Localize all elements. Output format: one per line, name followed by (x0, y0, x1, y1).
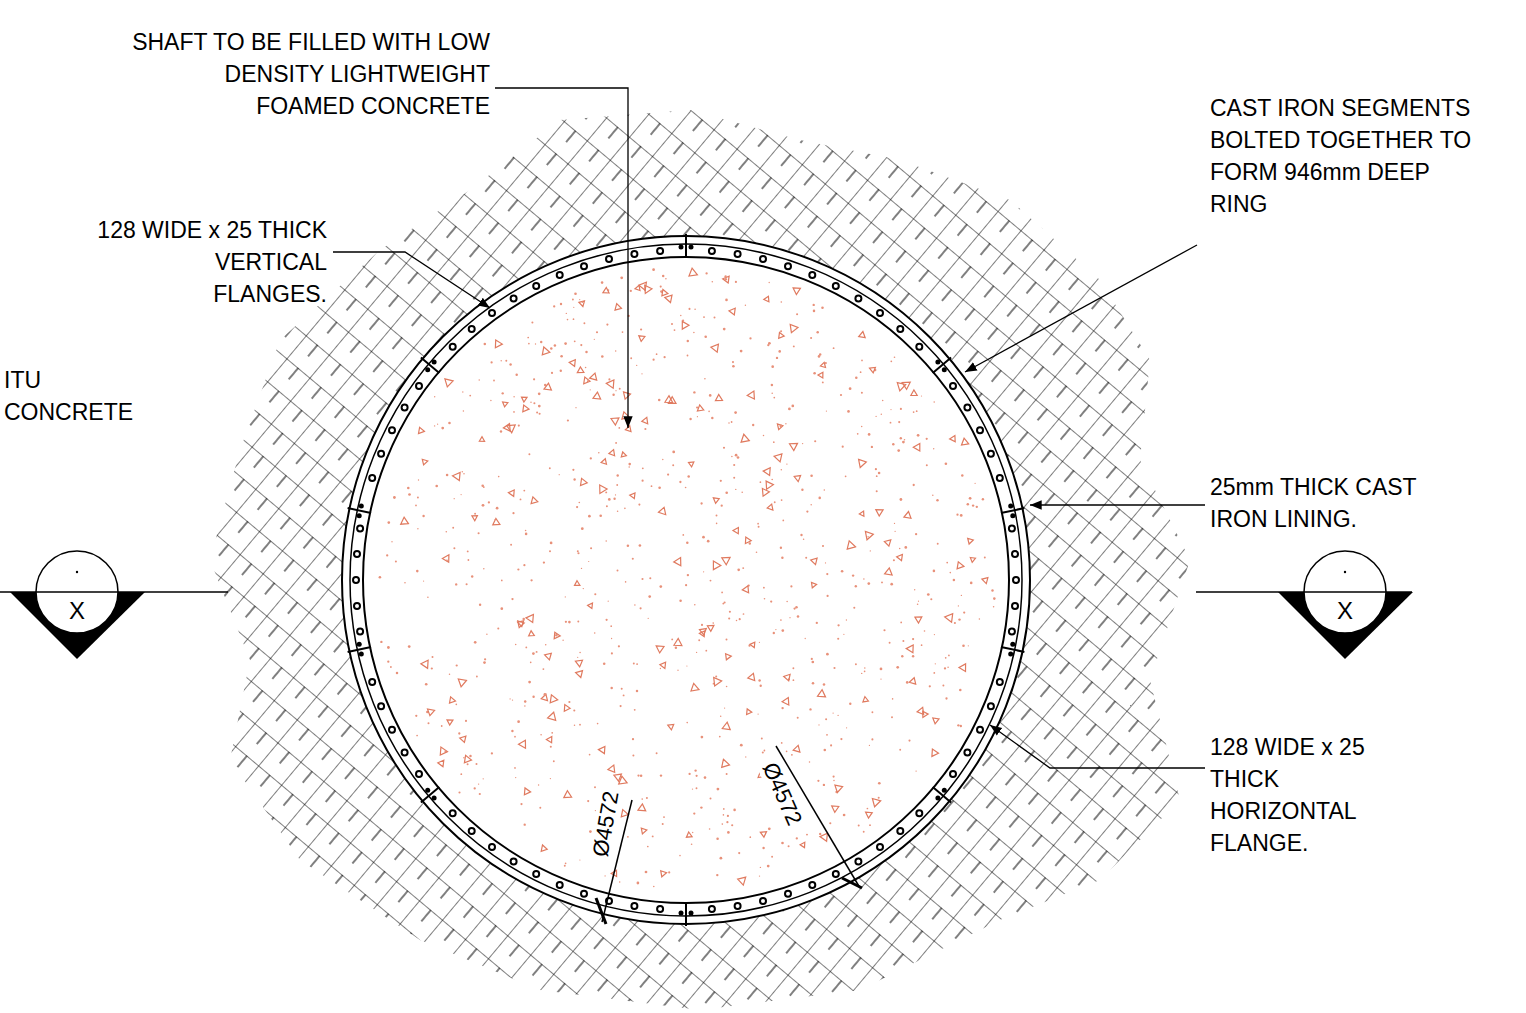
ring-mid (350, 244, 1022, 916)
note-label: CAST IRON SEGMENTS BOLTED TOGETHER TO FO… (1210, 92, 1480, 220)
note-label: 128 WIDE x 25 THICK VERTICAL FLANGES. (97, 214, 327, 310)
section-marker: X (1303, 550, 1387, 634)
concrete-speckle (379, 268, 996, 887)
note-label: 25mm THICK CAST IRON LINING. (1210, 471, 1470, 535)
section-letter: X (35, 598, 119, 624)
note-label: 128 WIDE x 25 THICK HORIZONTAL FLANGE. (1210, 731, 1410, 859)
foamed-concrete-fill (363, 257, 1009, 903)
note-label: ITU CONCRETE (4, 364, 134, 428)
section-marker: X (35, 550, 119, 634)
leader-lines (333, 88, 1205, 924)
ground-hatch (210, 110, 1190, 1010)
bolt-holes (348, 234, 1025, 926)
ring-outer (342, 236, 1030, 924)
section-letter: X (1303, 598, 1387, 624)
note-label: SHAFT TO BE FILLED WITH LOW DENSITY LIGH… (130, 26, 490, 122)
section-markers (0, 592, 1413, 659)
